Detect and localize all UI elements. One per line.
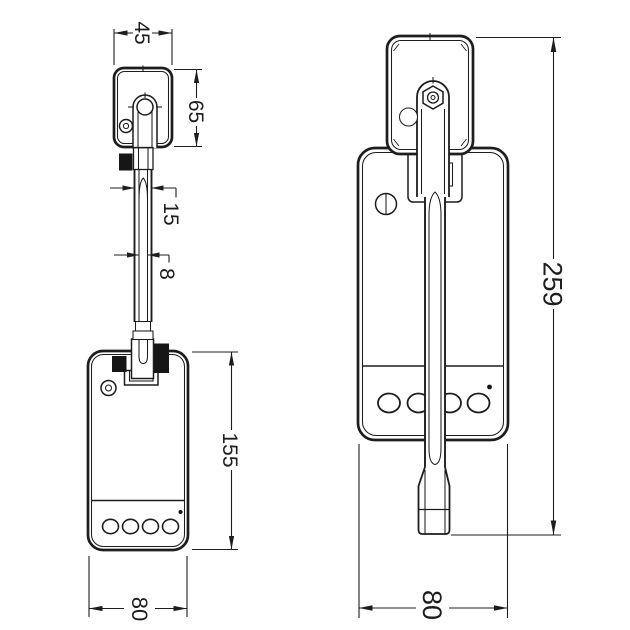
arrowhead-icon: [89, 605, 103, 612]
corner-bevel: [393, 138, 400, 147]
pivot-arm-folded: [118, 92, 162, 171]
arrowhead-icon: [228, 536, 235, 550]
clamp-pad: [112, 356, 127, 372]
arrowhead-icon: [193, 133, 200, 147]
slot-bottom-cap: [138, 339, 149, 365]
button-2: [121, 518, 140, 535]
dimension-head-height: 65: [174, 68, 207, 148]
arrowhead-icon: [193, 69, 200, 83]
arm-stem-extended: [424, 191, 446, 467]
arrowhead-icon: [228, 352, 235, 366]
arrowhead-icon: [127, 252, 139, 258]
button-4: [466, 392, 491, 414]
hex-nut-icon: [422, 85, 444, 110]
clamp-knob: [151, 343, 169, 373]
arm-stem-folded: [132, 146, 154, 338]
pivot-circle: [426, 91, 440, 104]
dimension-body-width-extended: 80: [358, 444, 509, 620]
pivot-circle: [136, 98, 154, 116]
dim-label-head-height: 65: [184, 100, 207, 123]
screw-icon: [118, 118, 134, 134]
button-1: [101, 518, 120, 535]
dimension-arm-width: 15: [110, 185, 182, 226]
arrowhead-icon: [122, 185, 135, 191]
arm-lower-flare: [130, 338, 155, 380]
dimension-total-height: 259: [451, 36, 568, 536]
arm-bracket: [132, 146, 154, 171]
corner-bevel: [460, 138, 467, 147]
dim-label-head-width: 45: [130, 21, 153, 44]
stem-collar: [134, 320, 152, 332]
arrowhead-icon: [114, 30, 128, 36]
pivot-center: [430, 94, 436, 101]
arrowhead-icon: [359, 605, 373, 611]
dim-label-stem-width: 8: [155, 268, 178, 280]
dimension-body-width-folded: 80: [88, 556, 188, 621]
button-4: [161, 518, 180, 535]
clamp-assembly-folded: [112, 320, 169, 386]
arrowhead-icon: [550, 37, 557, 52]
corner-bevel: [393, 43, 400, 52]
stem-fill: [425, 197, 445, 467]
arrowhead-icon: [550, 520, 557, 535]
arrowhead-icon: [494, 605, 508, 611]
arrowhead-icon: [173, 605, 187, 612]
dim-label-body-width: 80: [417, 590, 447, 620]
end-knob: [417, 466, 451, 535]
stem-collar: [132, 330, 154, 341]
folded-view: 45 65: [86, 21, 241, 621]
slot-cap: [138, 177, 149, 200]
pivot-arm-extended: [398, 77, 450, 197]
screw-center: [104, 384, 113, 392]
dimension-head-width: 45: [113, 21, 173, 65]
button-3: [141, 518, 160, 535]
dim-label-total-height: 259: [538, 261, 568, 306]
indicator-led: [178, 510, 183, 514]
dimension-stem-width: 8: [114, 252, 178, 280]
indicator-led: [487, 384, 492, 390]
extended-view: 259 80: [356, 33, 568, 620]
knob-outline: [417, 466, 451, 535]
screw-icon: [100, 379, 117, 397]
dimension-body-height: 155: [192, 351, 241, 551]
clamp-pad: [119, 153, 133, 171]
button-1: [377, 392, 401, 414]
mounting-hole: [398, 107, 419, 127]
dim-label-arm-width: 15: [159, 202, 182, 225]
dim-label-body-width: 80: [127, 597, 152, 621]
slot-cap: [428, 191, 442, 216]
corner-bevel: [460, 43, 467, 52]
screw-center: [122, 122, 130, 130]
dim-label-body-height: 155: [218, 432, 241, 467]
arrowhead-icon: [147, 252, 160, 258]
arrowhead-icon: [158, 30, 172, 36]
slot-bottom-cap: [428, 447, 442, 466]
arrowhead-icon: [151, 185, 164, 191]
